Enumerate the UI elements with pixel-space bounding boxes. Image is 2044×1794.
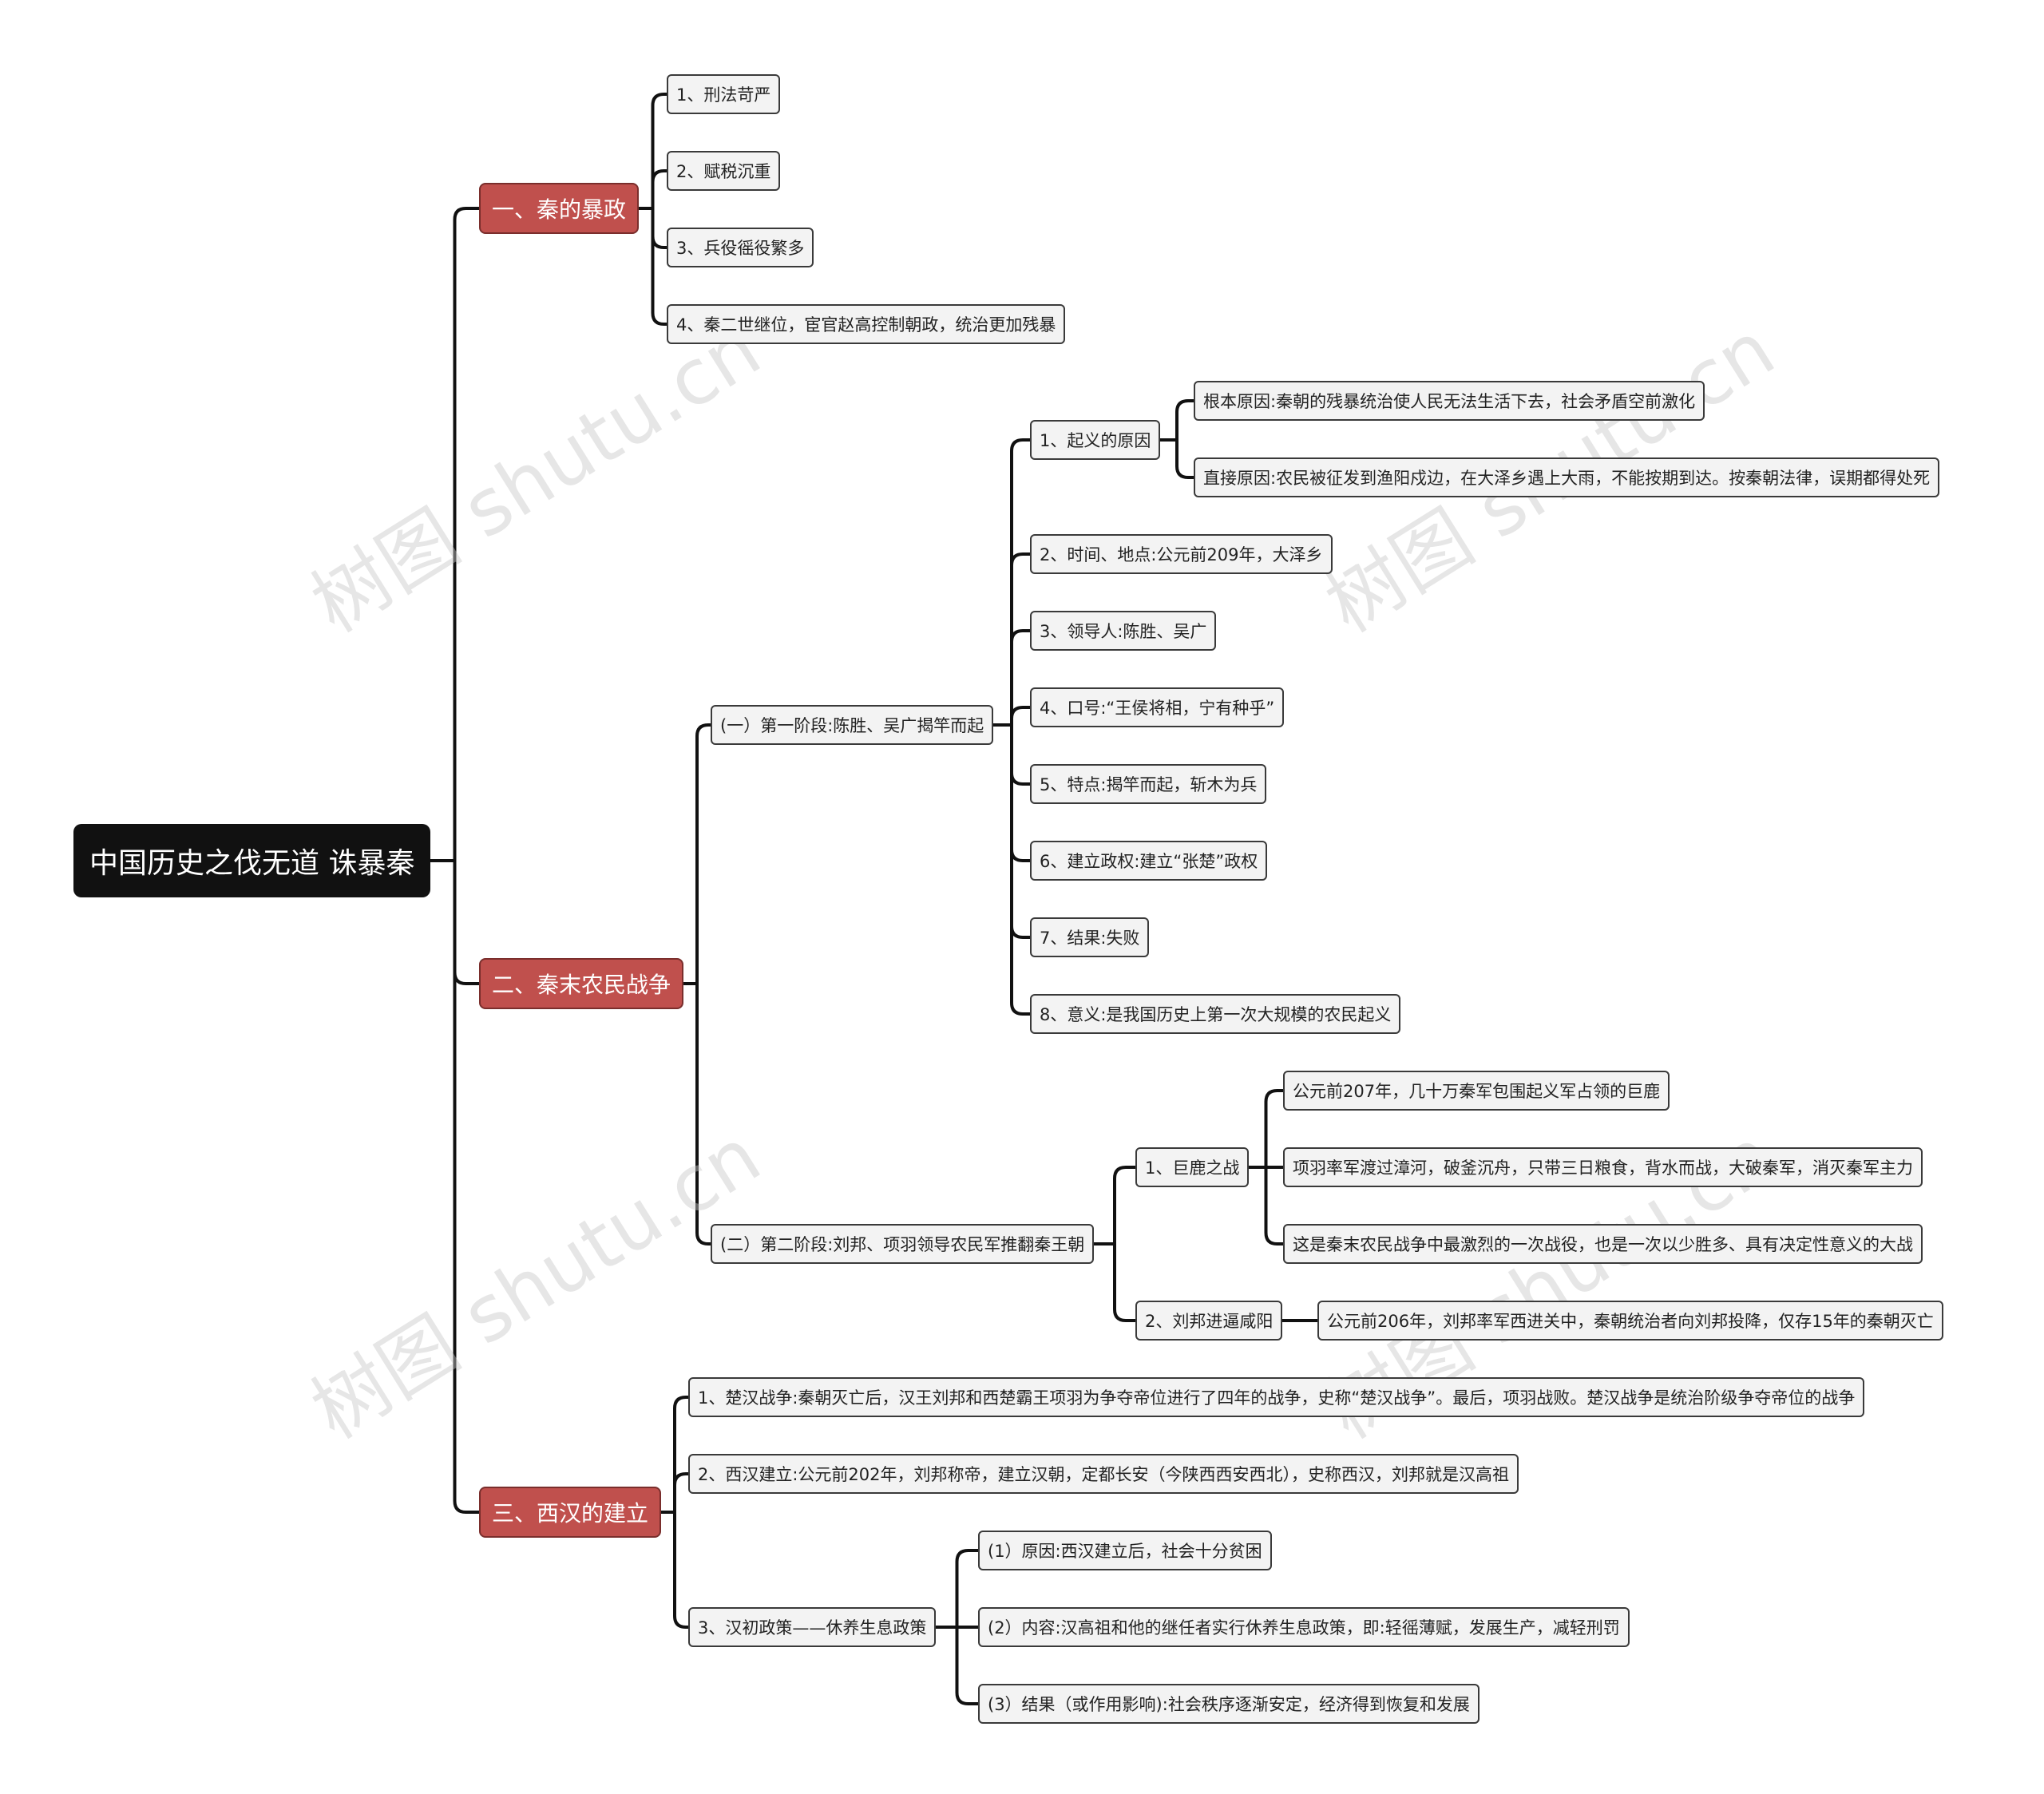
connector xyxy=(673,1472,688,1512)
leaf-item[interactable]: 3、兵役徭役繁多 xyxy=(667,228,814,267)
leaf-item[interactable]: 这是秦末农民战争中最激烈的一次战役，也是一次以少胜多、具有决定性意义的大战 xyxy=(1283,1224,1923,1264)
connector xyxy=(1010,725,1030,786)
leaf-item[interactable]: 3、汉初政策——休养生息政策 xyxy=(688,1607,937,1647)
connector xyxy=(695,723,711,984)
leaf-item[interactable]: 根本原因:秦朝的残暴统治使人民无法生活下去，社会矛盾空前激化 xyxy=(1194,381,1705,421)
leaf-item[interactable]: 1、巨鹿之战 xyxy=(1135,1147,1250,1187)
connector xyxy=(651,93,667,208)
connector xyxy=(1264,1167,1283,1246)
leaf-item[interactable]: (3）结果（或作用影响):社会秩序逐渐安定，经济得到恢复和发展 xyxy=(978,1684,1480,1724)
leaf-item[interactable]: 公元前206年，刘邦率军西进关中，秦朝统治者向刘邦投降，仅存15年的秦朝灭亡 xyxy=(1317,1301,1943,1341)
connector xyxy=(673,1512,688,1629)
leaf-item[interactable]: 5、特点:揭竿而起，斩木为兵 xyxy=(1030,764,1267,804)
stage-one[interactable]: (一）第一阶段:陈胜、吴广揭竿而起 xyxy=(711,705,994,745)
connector xyxy=(1010,629,1030,725)
leaf-item[interactable]: 2、刘邦进逼咸阳 xyxy=(1135,1301,1283,1341)
connector xyxy=(453,207,479,861)
leaf-item[interactable]: 2、西汉建立:公元前202年，刘邦称帝，建立汉朝，定都长安（今陕西西安西北），史… xyxy=(688,1454,1519,1494)
topic-western-han[interactable]: 三、西汉的建立 xyxy=(479,1487,662,1538)
connector xyxy=(651,208,667,326)
leaf-item[interactable]: 项羽率军渡过漳河，破釜沉舟，只带三日粮食，背水而战，大破秦军，消灭秦军主力 xyxy=(1283,1147,1923,1187)
leaf-item[interactable]: 2、时间、地点:公元前209年，大泽乡 xyxy=(1030,534,1333,574)
leaf-item[interactable]: 4、秦二世继位，宦官赵高控制朝政，统治更加残暴 xyxy=(667,304,1066,344)
connector xyxy=(1010,438,1030,725)
leaf-item[interactable]: (1）原因:西汉建立后，社会十分贫困 xyxy=(978,1531,1272,1570)
connector xyxy=(651,208,667,249)
connector xyxy=(1264,1089,1283,1167)
connector xyxy=(1113,1166,1135,1244)
connector xyxy=(1175,399,1194,440)
connector xyxy=(1010,552,1030,725)
connector xyxy=(1010,725,1030,862)
leaf-item[interactable]: 1、起义的原因 xyxy=(1030,420,1161,460)
connector xyxy=(955,1549,978,1627)
topic-peasant-war[interactable]: 二、秦末农民战争 xyxy=(479,958,684,1009)
root-topic[interactable]: 中国历史之伐无道 诛暴秦 xyxy=(73,824,431,897)
connector xyxy=(453,861,479,985)
leaf-item[interactable]: 公元前207年，几十万秦军包围起义军占领的巨鹿 xyxy=(1283,1071,1670,1111)
leaf-item[interactable]: 8、意义:是我国历史上第一次大规模的农民起义 xyxy=(1030,994,1401,1034)
connector xyxy=(695,984,711,1246)
leaf-item[interactable]: 3、领导人:陈胜、吴广 xyxy=(1030,611,1217,651)
leaf-item[interactable]: 4、口号:“王侯将相，宁有种乎” xyxy=(1030,687,1285,727)
connector xyxy=(955,1627,978,1705)
leaf-item[interactable]: 直接原因:农民被征发到渔阳戍边，在大泽乡遇上大雨，不能按期到达。按秦朝法律，误期… xyxy=(1194,457,1940,497)
leaf-item[interactable]: 2、赋税沉重 xyxy=(667,151,781,191)
connector xyxy=(1175,440,1194,479)
leaf-item[interactable]: 1、楚汉战争:秦朝灭亡后，汉王刘邦和西楚霸王项羽为争夺帝位进行了四年的战争，史称… xyxy=(688,1377,1865,1417)
connector xyxy=(1010,725,1030,939)
connector xyxy=(673,1396,688,1512)
leaf-item[interactable]: 6、建立政权:建立“张楚”政权 xyxy=(1030,841,1268,881)
connector xyxy=(453,861,479,1514)
connector xyxy=(1010,725,1030,1016)
leaf-item[interactable]: 1、刑法苛严 xyxy=(667,74,781,114)
connector xyxy=(1113,1244,1135,1322)
leaf-item[interactable]: (2）内容:汉高祖和他的继任者实行休养生息政策，即:轻徭薄赋，发展生产，减轻刑罚 xyxy=(978,1607,1630,1647)
leaf-item[interactable]: 7、结果:失败 xyxy=(1030,917,1150,957)
topic-qin-tyranny[interactable]: 一、秦的暴政 xyxy=(479,183,640,234)
connector xyxy=(1010,706,1030,725)
stage-two[interactable]: (二）第二阶段:刘邦、项羽领导农民军推翻秦王朝 xyxy=(711,1224,1095,1264)
connector xyxy=(651,169,667,208)
